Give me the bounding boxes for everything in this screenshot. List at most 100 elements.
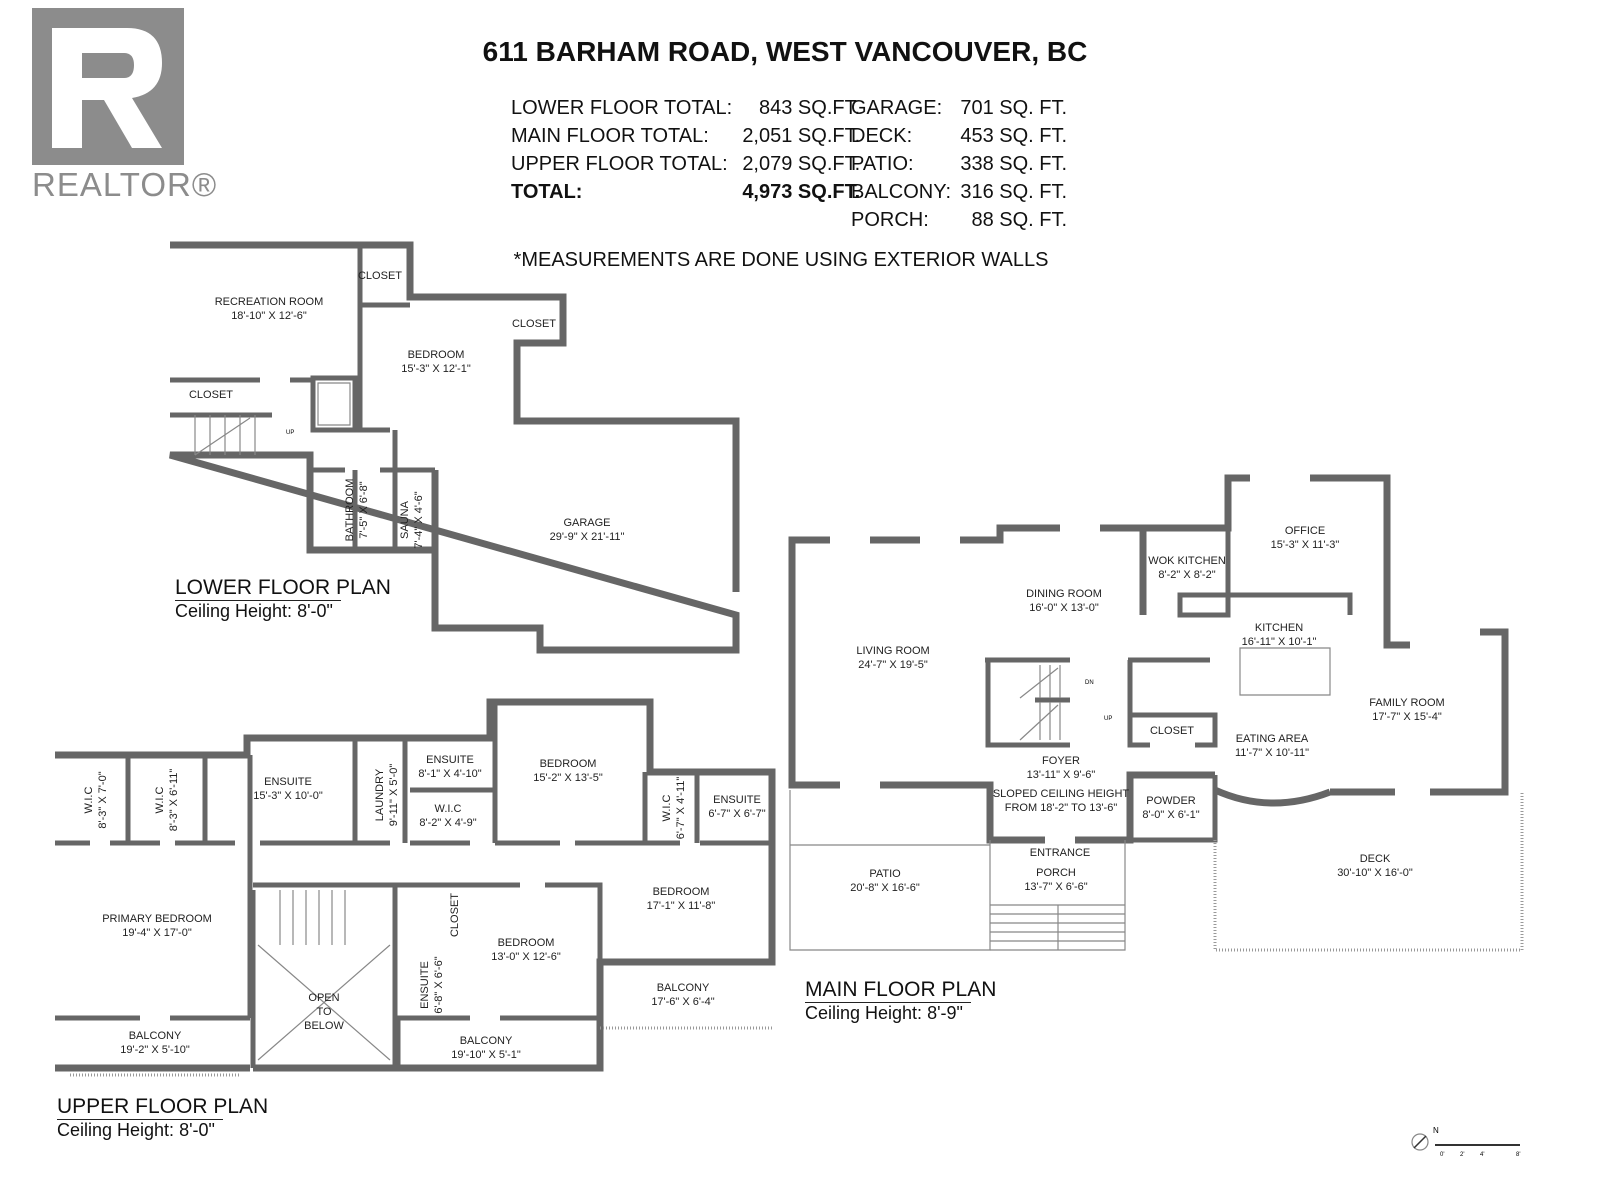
room-name: ENSUITE — [713, 794, 761, 806]
room-label: OFFICE 15'-3" X 11'-3" — [1271, 525, 1340, 551]
room-label: DECK 30'-10" X 16'-0" — [1337, 853, 1413, 879]
area-value: 316 SQ. FT. — [960, 181, 1068, 203]
stair-direction-label: UP — [1104, 716, 1112, 722]
room-dimensions: 8'-0" X 6'-1" — [1142, 809, 1199, 821]
realtor-logo — [32, 8, 184, 165]
area-value: 453 SQ. FT. — [960, 125, 1068, 147]
room-label: W.I.C8'-2" X 4'-9" — [419, 803, 476, 829]
room-dimensions: TO — [316, 1006, 332, 1018]
room-name: W.I.C — [154, 787, 166, 814]
room-name: OFFICE — [1285, 525, 1325, 537]
room-label: CLOSET — [449, 893, 461, 937]
room-dimensions: 30'-10" X 16'-0" — [1337, 867, 1413, 879]
area-label: LOWER FLOOR TOTAL: — [511, 97, 733, 119]
room-name: DINING ROOM — [1026, 588, 1102, 600]
room-name: ENSUITE — [264, 776, 312, 788]
room-name: LIVING ROOM — [856, 645, 929, 657]
room-name: PATIO — [869, 868, 901, 880]
room-label: CLOSET — [358, 270, 402, 282]
realtor-r-icon — [52, 28, 162, 148]
room-dimensions: 8'-3" X 6'-11" — [168, 769, 180, 832]
lower-interior-wall — [170, 245, 520, 550]
room-dimensions: 7'-4" X 4'-6" — [413, 491, 425, 548]
area-value: 843 SQ.FT. — [759, 97, 861, 119]
area-value: 4,973 SQ.FT. — [742, 181, 861, 203]
room-name: ENSUITE — [419, 961, 431, 1009]
area-value: 2,079 SQ.FT. — [742, 153, 861, 175]
room-dimensions: 8'-2" X 4'-9" — [419, 817, 476, 829]
room-dimensions: 29'-9" X 21'-11" — [550, 531, 625, 543]
room-name: BEDROOM — [408, 349, 465, 361]
room-name: DECK — [1360, 853, 1391, 865]
room-name: CLOSET — [358, 270, 402, 282]
lower-floor-title: LOWER FLOOR PLAN — [175, 576, 391, 599]
main-floor-ceiling: Ceiling Height: 8'-9" — [805, 1002, 971, 1024]
room-name: EATING AREA — [1236, 733, 1309, 745]
room-name: BEDROOM — [540, 758, 597, 770]
room-name: RECREATION ROOM — [215, 296, 324, 308]
room-name: BALCONY — [657, 982, 710, 994]
room-name: PORCH — [1036, 867, 1076, 879]
room-name: BATHROOM — [344, 479, 356, 542]
lower-stairs — [194, 415, 256, 456]
room-name: CLOSET — [449, 893, 461, 937]
balcony-railing — [70, 1026, 772, 1077]
room-name: FAMILY ROOM — [1369, 697, 1444, 709]
upper-stairs — [279, 890, 346, 945]
room-name: FOYER — [1042, 755, 1080, 767]
room-name: BALCONY — [129, 1030, 182, 1042]
room-name: GARAGE — [563, 517, 610, 529]
upper-floor-title: UPPER FLOOR PLAN — [57, 1095, 269, 1118]
kitchen-island — [1239, 647, 1331, 696]
area-label: MAIN FLOOR TOTAL: — [511, 125, 709, 147]
room-dimensions: 8'-2" X 8'-2" — [1158, 569, 1215, 581]
room-dimensions: 6'-8" X 6'-6" — [433, 956, 445, 1013]
area-label: GARAGE: — [851, 97, 943, 119]
room-label: GARAGE 29'-9" X 21'-11" — [550, 517, 625, 543]
room-label: FOYER 13'-11" X 9'-6" — [1027, 755, 1096, 781]
area-value: 2,051 SQ.FT. — [742, 125, 861, 147]
realtor-wordmark: REALTOR® — [32, 166, 218, 203]
room-dimensions: 13'-0" X 12'-6" — [491, 951, 561, 963]
room-dimensions: 13'-11" X 9'-6" — [1027, 769, 1096, 781]
room-name: ENSUITE — [426, 754, 474, 766]
room-dimensions: 17'-1" X 11'-8" — [647, 900, 716, 912]
area-label: BALCONY: — [851, 181, 952, 203]
room-name: CLOSET — [512, 318, 556, 330]
compass-label: N — [1433, 1126, 1439, 1135]
area-label: PORCH: — [851, 209, 929, 231]
room-dimensions: 8'-3" X 7'-0" — [97, 771, 109, 828]
room-dimensions: 11'-7" X 10'-11" — [1235, 747, 1309, 759]
room-label: CLOSET — [1150, 725, 1194, 737]
room-dimensions: 6'-7" X 4'-11" — [675, 777, 687, 840]
compass-label: 2' — [1460, 1152, 1464, 1158]
room-name: OPEN — [308, 992, 339, 1004]
compass-label: 8' — [1516, 1152, 1520, 1158]
room-dimensions: 15'-3" X 10'-0" — [253, 790, 323, 802]
property-address-title: 611 BARHAM ROAD, WEST VANCOUVER, BC — [482, 36, 1088, 67]
room-label: WOK KITCHEN 8'-2" X 8'-2" — [1148, 555, 1226, 581]
room-dimensions: 15'-3" X 11'-3" — [1271, 539, 1340, 551]
upper-floor-ceiling: Ceiling Height: 8'-0" — [57, 1119, 223, 1141]
room-name: WOK KITCHEN — [1148, 555, 1226, 567]
room-dimensions: FROM 18'-2" TO 13'-6" — [1005, 802, 1118, 814]
room-dimensions: 19'-2" X 5'-10" — [120, 1044, 190, 1056]
upper-exterior-wall — [55, 698, 776, 1072]
room-name: W.I.C — [83, 787, 95, 814]
